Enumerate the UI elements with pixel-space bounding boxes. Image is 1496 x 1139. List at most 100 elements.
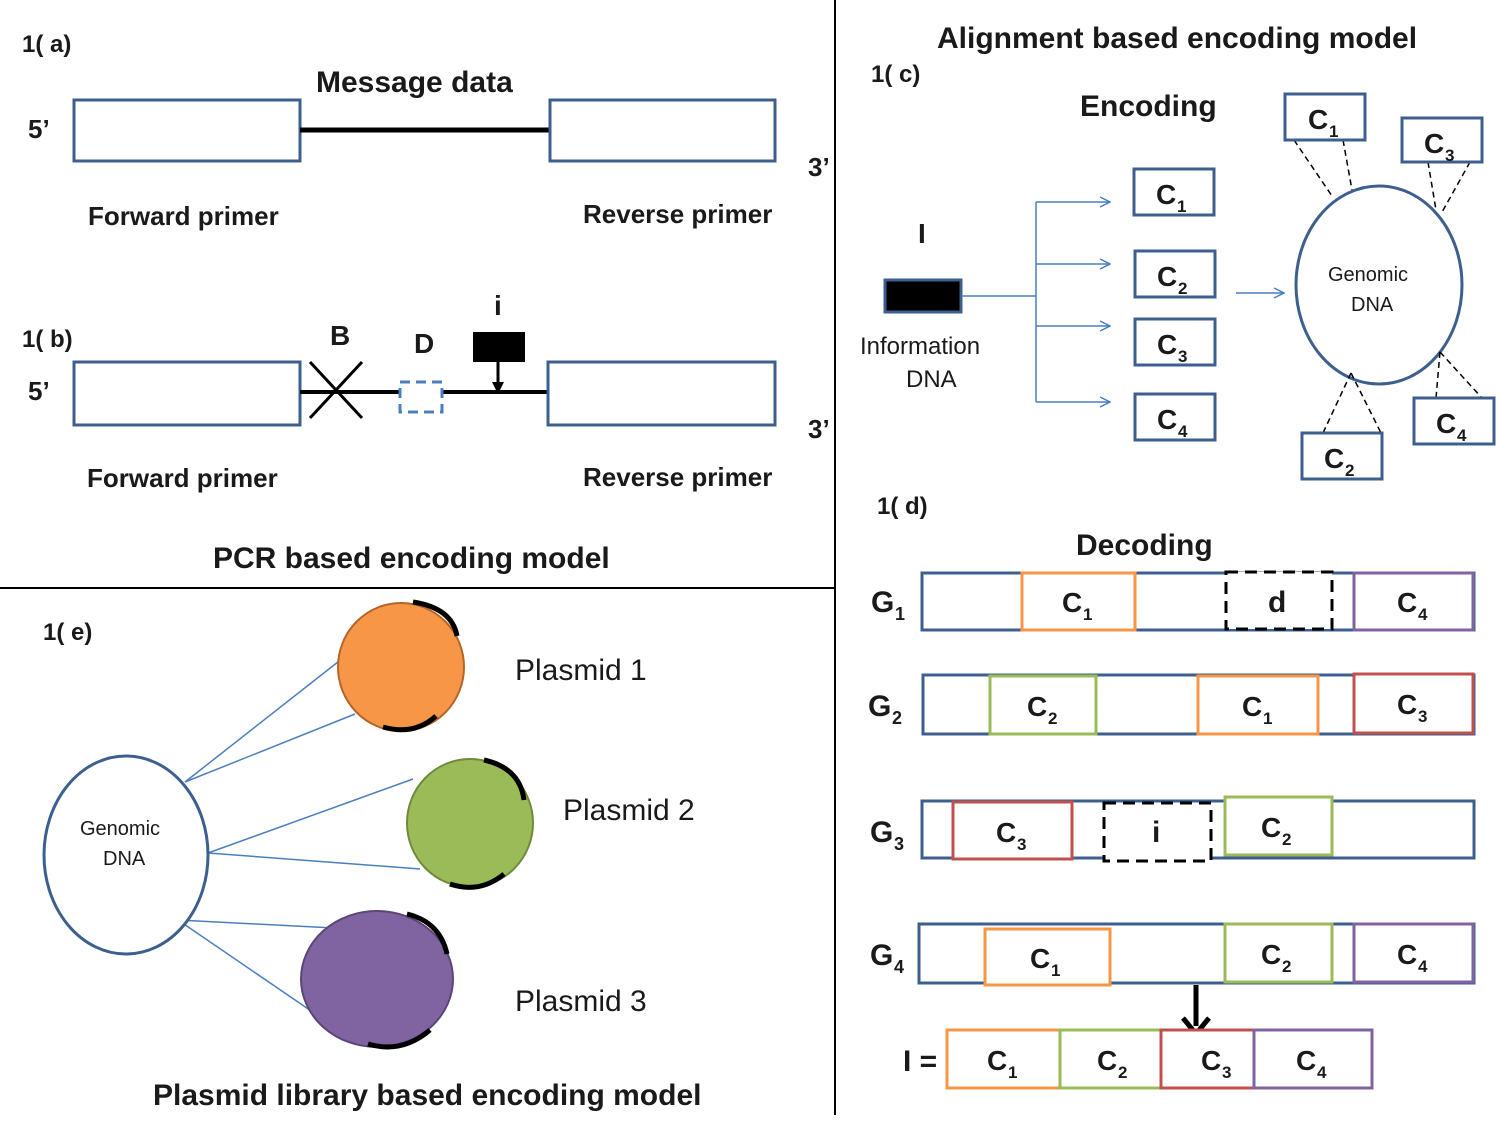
svg-text:G: G — [871, 586, 894, 619]
genomic-dna-circle-c — [1294, 184, 1464, 386]
svg-text:3: 3 — [894, 834, 904, 854]
insertion-mark-label: i — [494, 290, 502, 321]
svg-text:C: C — [996, 817, 1016, 848]
svg-text:2: 2 — [892, 708, 902, 728]
svg-text:G: G — [870, 816, 893, 849]
forward-primer-box-a — [72, 98, 302, 163]
information-dna-line2: DNA — [906, 366, 957, 393]
svg-text:C: C — [1201, 1045, 1221, 1076]
information-letter: I — [918, 218, 926, 249]
svg-text:3: 3 — [1222, 1063, 1231, 1082]
deletion-dashed-box — [398, 380, 444, 414]
svg-text:1: 1 — [1083, 605, 1092, 624]
svg-text:1: 1 — [1263, 709, 1272, 728]
svg-text:I =: I = — [903, 1045, 937, 1078]
panel-b: 1( b) B D i 5’ 3’ Forward primer Reverse… — [22, 290, 830, 575]
genome-site-c2: C 2 — [1300, 431, 1384, 481]
panel-e-label: 1( e) — [43, 619, 92, 646]
forward-primer-label-b: Forward primer — [87, 463, 278, 493]
panel-c-label: 1( c) — [871, 61, 920, 88]
svg-text:C: C — [1324, 443, 1344, 474]
svg-text:2: 2 — [1282, 830, 1291, 849]
svg-text:4: 4 — [1418, 605, 1428, 624]
genome-site-c3: C 3 — [1400, 116, 1484, 165]
plasmid-2-label: Plasmid 2 — [563, 794, 695, 827]
genome-site-c1: C 1 — [1283, 92, 1367, 142]
plasmid-3-label: Plasmid 3 — [515, 985, 647, 1018]
genome-row-g4: G 4 C 1 C 2 C 4 — [870, 922, 1476, 987]
panel-c: Alignment based encoding model 1( c) Enc… — [860, 22, 1496, 481]
genomic-dna-e-line1: Genomic — [80, 818, 160, 840]
svg-text:d: d — [1268, 586, 1286, 619]
panel-b-label: 1( b) — [22, 326, 73, 353]
insertion-black-block — [473, 332, 525, 362]
svg-text:4: 4 — [894, 957, 904, 977]
svg-text:C: C — [1397, 587, 1417, 618]
genome-row-g3: G 3 C 3 i C 2 — [870, 795, 1476, 863]
panel-a: 1( a) Message data 5’ 3’ Forward primer … — [22, 31, 830, 231]
plasmid-1 — [337, 599, 465, 733]
svg-text:C: C — [1027, 691, 1047, 722]
svg-text:2: 2 — [1282, 957, 1291, 976]
svg-text:2: 2 — [1048, 709, 1057, 728]
reconstructed-information: I = C 1 C 2 C 3 C 4 — [903, 1028, 1374, 1090]
pcr-model-caption: PCR based encoding model — [213, 542, 610, 575]
svg-text:1: 1 — [1177, 197, 1186, 216]
svg-text:C: C — [1242, 691, 1262, 722]
forward-primer-box-b — [72, 360, 302, 427]
svg-text:G: G — [870, 939, 893, 972]
deletion-mark-label: D — [414, 328, 434, 359]
chunk-c2: C 2 — [1133, 249, 1217, 299]
svg-text:4: 4 — [1178, 422, 1188, 441]
break-cross-icon — [308, 360, 364, 420]
svg-text:4: 4 — [1317, 1063, 1327, 1082]
three-prime-b: 3’ — [808, 414, 830, 444]
svg-text:1: 1 — [1329, 122, 1338, 141]
svg-text:C: C — [1397, 939, 1417, 970]
panel-d-label: 1( d) — [877, 493, 928, 520]
five-prime-b: 5’ — [28, 376, 50, 406]
reverse-primer-label-b: Reverse primer — [583, 462, 772, 492]
five-prime-a: 5’ — [28, 114, 50, 144]
encoding-title: Encoding — [1080, 90, 1217, 123]
svg-text:C: C — [1424, 128, 1444, 159]
svg-text:1: 1 — [1008, 1063, 1017, 1082]
svg-text:1: 1 — [895, 604, 905, 624]
chunk-c4: C 4 — [1133, 392, 1217, 442]
information-dna-line1: Information — [860, 333, 980, 360]
svg-text:3: 3 — [1178, 347, 1187, 366]
svg-text:C: C — [1261, 939, 1281, 970]
svg-text:C: C — [1157, 404, 1177, 435]
three-prime-a: 3’ — [808, 152, 830, 182]
svg-text:1: 1 — [1051, 961, 1060, 980]
panel-e: 1( e) Genomic DNA Plasmid 1 Plasmid 2 — [42, 599, 701, 1112]
svg-text:C: C — [1436, 408, 1456, 439]
svg-text:C: C — [1062, 587, 1082, 618]
svg-text:4: 4 — [1457, 426, 1467, 445]
forward-primer-label-a: Forward primer — [88, 201, 279, 231]
genome-row-g2: G 2 C 2 C 1 C 3 — [868, 672, 1476, 736]
plasmid-3 — [300, 910, 454, 1050]
genomic-dna-c-line2: DNA — [1351, 294, 1394, 316]
svg-text:2: 2 — [1118, 1063, 1127, 1082]
chunk-c1: C 1 — [1132, 167, 1216, 217]
reverse-primer-box-a — [548, 98, 777, 163]
alignment-dashed-links — [1293, 139, 1483, 434]
genomic-dna-c-line1: Genomic — [1328, 264, 1408, 286]
svg-text:C: C — [1308, 104, 1328, 135]
information-dna-block — [883, 278, 963, 314]
svg-text:C: C — [1157, 261, 1177, 292]
svg-text:3: 3 — [1017, 835, 1026, 854]
svg-text:C: C — [1261, 812, 1281, 843]
plasmid-2 — [406, 757, 534, 890]
svg-text:i: i — [1152, 816, 1160, 849]
alignment-model-heading: Alignment based encoding model — [937, 22, 1417, 55]
svg-text:C: C — [1397, 689, 1417, 720]
decoding-title: Decoding — [1076, 529, 1213, 562]
svg-text:C: C — [1156, 179, 1176, 210]
svg-text:C: C — [1097, 1045, 1117, 1076]
chunk-c3: C 3 — [1133, 317, 1217, 367]
genomic-dna-circle-e — [42, 754, 210, 956]
svg-text:4: 4 — [1418, 957, 1428, 976]
